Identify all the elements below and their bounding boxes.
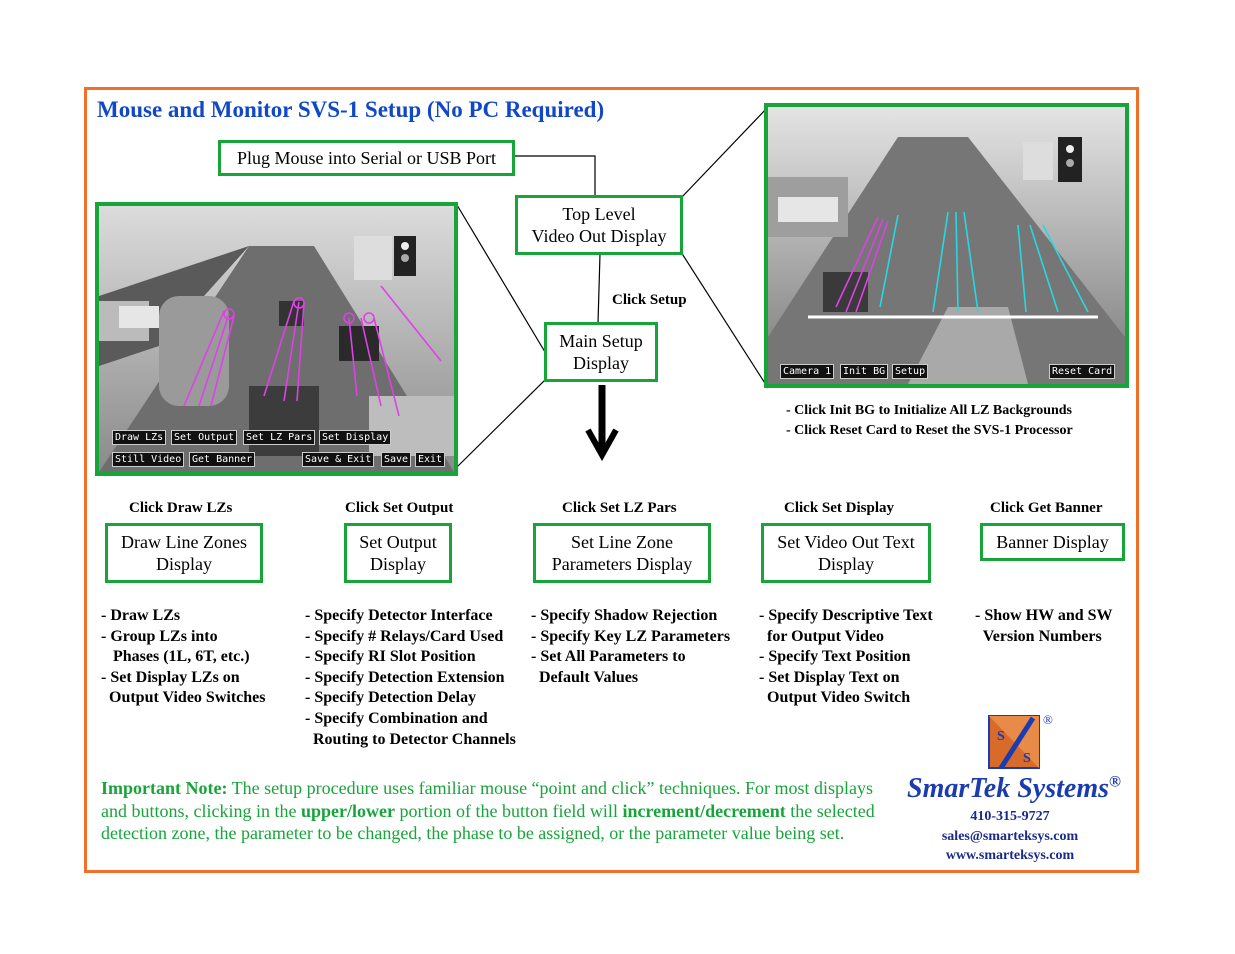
banner-text: Banner Display	[996, 532, 1109, 552]
init-bg-button[interactable]: Init BG	[840, 364, 889, 379]
lzpars-bullet: - Specify Shadow Rejection	[531, 607, 718, 624]
brand-name: SmarTek Systems®	[907, 773, 1121, 805]
brand-name-text: SmarTek Systems	[907, 773, 1109, 804]
click-lzpars-label: Click Set LZ Pars	[562, 500, 677, 516]
draw-bullets: - Draw LZs - Group LZs into Phases (1L, …	[101, 606, 265, 709]
note-text-1: The setup procedure uses familiar mouse …	[101, 778, 873, 821]
draw-lz-line1: Draw Line Zones	[121, 532, 247, 552]
logo-reg-mark: ®	[1043, 712, 1053, 727]
plug-mouse-text: Plug Mouse into Serial or USB Port	[236, 148, 496, 168]
draw-bullet: - Group LZs into	[101, 627, 218, 645]
display-bullet: - Specify Descriptive Text	[759, 607, 933, 624]
logo-s2: S	[1023, 751, 1031, 766]
lz-pars-box: Set Line Zone Parameters Display	[533, 523, 711, 583]
page-frame	[84, 87, 1139, 873]
draw-bullet: - Draw LZs	[101, 607, 181, 624]
output-bullet: - Specify Combination and	[305, 709, 488, 727]
note-label: Important Note:	[101, 778, 228, 798]
note-reset-card: - Click Reset Card to Reset the SVS-1 Pr…	[786, 422, 1073, 438]
draw-bullet: Output Video Switches	[101, 689, 266, 707]
note-text-3: the selected detection zone, the paramet…	[101, 800, 875, 844]
video-text-line1: Set Video Out Text	[777, 532, 915, 552]
output-bullet: Routing to Detector Channels	[305, 730, 516, 748]
page-title: Mouse and Monitor SVS-1 Setup (No PC Req…	[97, 97, 605, 122]
important-note: Important Note: The setup procedure uses…	[101, 777, 891, 845]
main-setup-line2: Display	[573, 353, 629, 373]
banner-bullet: - Show HW and SW	[975, 607, 1113, 624]
draw-bullet: Phases (1L, 6T, etc.)	[101, 648, 250, 666]
brand-phone: 410-315-9727	[970, 809, 1050, 824]
camera-1-button[interactable]: Camera 1	[780, 364, 835, 379]
output-bullet: - Specify # Relays/Card Used	[305, 627, 504, 645]
set-output-line2: Display	[370, 554, 426, 574]
output-bullet: - Specify RI Slot Position	[305, 648, 476, 666]
lzpars-bullet: - Specify Key LZ Parameters	[531, 627, 731, 645]
smartek-logo-icon: S S ®	[988, 712, 1053, 770]
main-setup-box: Main Setup Display	[544, 322, 658, 382]
save-button[interactable]: Save	[381, 452, 412, 467]
lz-pars-line1: Set Line Zone	[571, 532, 673, 552]
draw-lz-screen-image: Draw LZs Set Output Set LZ Pars Set Disp…	[95, 202, 458, 476]
set-lz-pars-button[interactable]: Set LZ Pars	[243, 430, 316, 445]
brand-reg-mark: ®	[1109, 773, 1121, 791]
set-output-button[interactable]: Set Output	[171, 430, 238, 445]
note-bold-1: upper/lower	[300, 800, 395, 821]
logo-s1: S	[997, 729, 1005, 744]
set-display-button[interactable]: Set Display	[319, 430, 392, 445]
click-output-label: Click Set Output	[345, 500, 454, 516]
exit-button[interactable]: Exit	[415, 452, 446, 467]
brand-website[interactable]: www.smarteksys.com	[945, 848, 1075, 863]
display-bullet: Output Video Switch	[759, 689, 911, 707]
display-bullets: - Specify Descriptive Text for Output Vi…	[759, 606, 933, 709]
top-level-screen-image: Camera 1 Init BG Setup Reset Card	[764, 103, 1129, 388]
lz-pars-line2: Parameters Display	[551, 554, 693, 574]
right-notes: - Click Init BG to Initialize All LZ Bac…	[786, 401, 1073, 440]
click-display-label: Click Set Display	[784, 500, 895, 516]
lzpars-bullet: Default Values	[531, 668, 639, 686]
top-level-line2: Video Out Display	[531, 226, 667, 246]
click-setup-label: Click Setup	[612, 292, 687, 308]
lzpars-bullets: - Specify Shadow Rejection - Specify Key…	[531, 606, 730, 688]
output-bullet: - Specify Detector Interface	[305, 607, 493, 624]
draw-lz-box: Draw Line Zones Display	[105, 523, 263, 583]
display-bullet: for Output Video	[759, 627, 885, 645]
note-bold-2: increment/decrement	[622, 800, 786, 821]
display-bullet: - Specify Text Position	[759, 648, 911, 666]
display-bullet: - Set Display Text on	[759, 668, 900, 686]
draw-lzs-button[interactable]: Draw LZs	[112, 430, 167, 445]
banner-bullet: Version Numbers	[975, 627, 1102, 645]
note-init-bg: - Click Init BG to Initialize All LZ Bac…	[786, 403, 1073, 418]
draw-lz-line2: Display	[156, 554, 212, 574]
set-output-line1: Set Output	[359, 532, 437, 552]
lzpars-bullet: - Set All Parameters to	[531, 648, 686, 666]
output-bullets: - Specify Detector Interface - Specify #…	[305, 606, 516, 750]
banner-box: Banner Display	[980, 523, 1125, 561]
plug-mouse-box: Plug Mouse into Serial or USB Port	[218, 140, 515, 176]
video-text-line2: Display	[818, 554, 874, 574]
output-bullet: - Specify Detection Extension	[305, 668, 505, 686]
click-draw-label: Click Draw LZs	[129, 500, 233, 516]
road-scene-left	[99, 206, 454, 472]
top-level-box: Top Level Video Out Display	[515, 195, 683, 255]
top-level-line1: Top Level	[562, 204, 636, 224]
draw-bullet: - Set Display LZs on	[101, 668, 240, 686]
set-output-box: Set Output Display	[344, 523, 452, 583]
brand-email[interactable]: sales@smarteksys.com	[941, 829, 1079, 844]
output-bullet: - Specify Detection Delay	[305, 689, 477, 707]
road-scene-right	[768, 107, 1125, 384]
reset-card-button[interactable]: Reset Card	[1049, 364, 1116, 379]
main-setup-line1: Main Setup	[559, 331, 643, 351]
get-banner-button[interactable]: Get Banner	[189, 452, 256, 467]
banner-bullets: - Show HW and SW Version Numbers	[975, 606, 1113, 647]
still-video-button[interactable]: Still Video	[112, 452, 185, 467]
setup-button[interactable]: Setup	[892, 364, 929, 379]
video-text-box: Set Video Out Text Display	[761, 523, 931, 583]
note-text-2: portion of the button field will	[394, 800, 623, 821]
click-banner-label: Click Get Banner	[990, 500, 1103, 516]
save-exit-button[interactable]: Save & Exit	[302, 452, 375, 467]
down-arrow-icon	[585, 385, 619, 462]
